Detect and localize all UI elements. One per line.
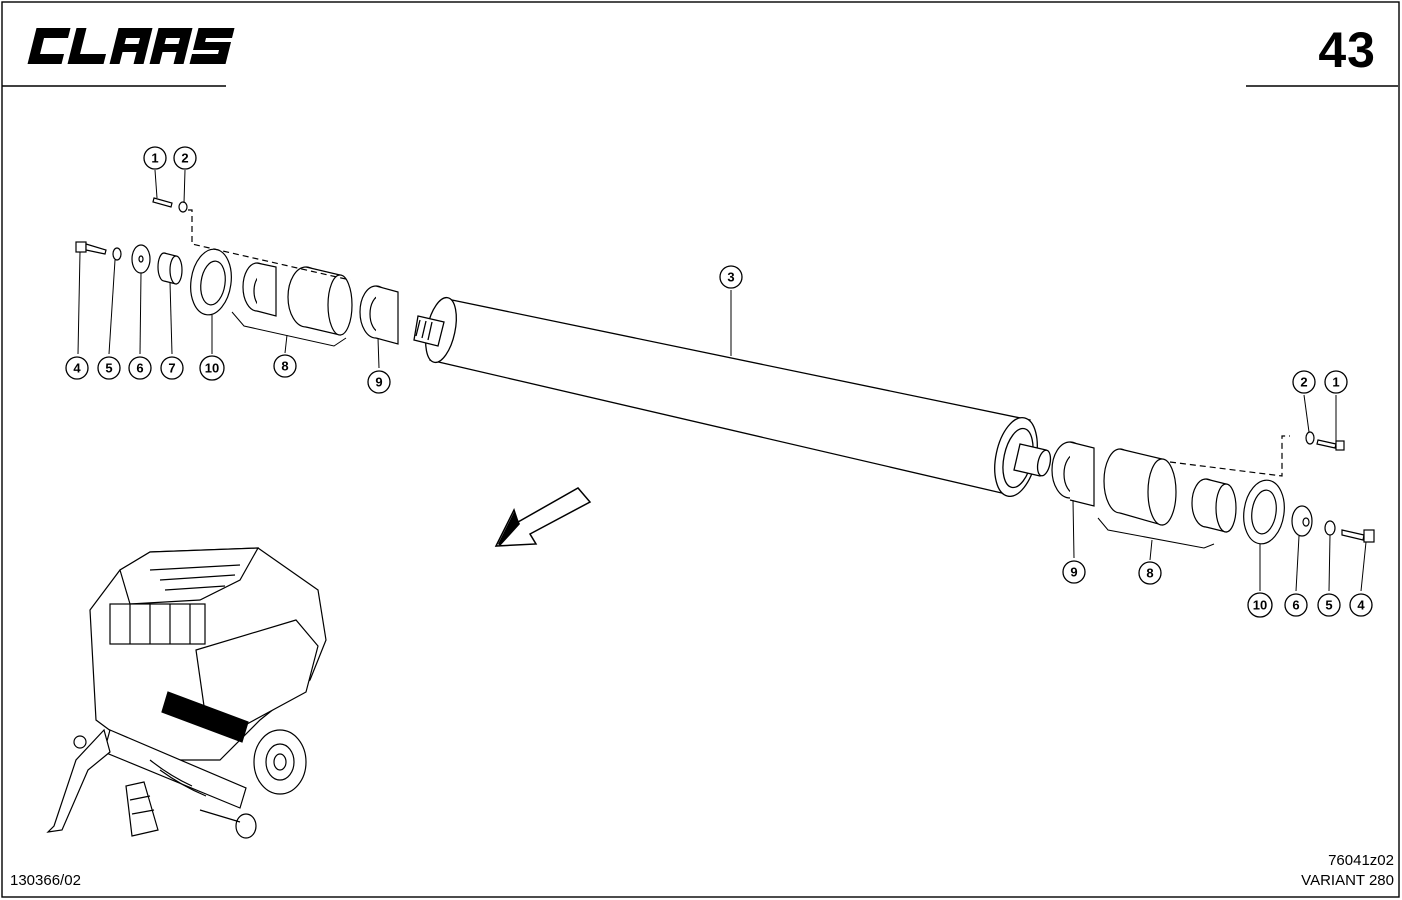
- cap-right: [1291, 505, 1313, 537]
- callout-left-5: 5: [97, 356, 121, 380]
- svg-text:1: 1: [1332, 375, 1339, 390]
- flange-left: [190, 248, 232, 316]
- svg-text:3: 3: [727, 270, 734, 285]
- left-hardware: [75, 197, 399, 345]
- svg-text:1: 1: [151, 151, 158, 166]
- callout-right-2: 2: [1292, 370, 1316, 394]
- cap-left: [131, 244, 151, 274]
- svg-text:5: 5: [1325, 598, 1332, 613]
- bolt-left: [75, 241, 107, 255]
- callout-right-6: 6: [1284, 593, 1308, 617]
- bearing-housing-left: [242, 262, 353, 336]
- seal-left: [359, 285, 399, 345]
- callouts: 1 2 4 5 6 7 10: [65, 146, 1373, 618]
- baler-overview-illustration: [46, 547, 327, 839]
- drawing-id: 76041z02: [1328, 852, 1394, 869]
- bearing-housing-right: [1103, 448, 1237, 533]
- callout-left-10: 10: [199, 355, 225, 381]
- callout-right-10: 10: [1247, 592, 1273, 618]
- roller-shaft: [413, 296, 1052, 497]
- direction-arrow-icon: [494, 487, 592, 547]
- small-bolt-right: [1316, 439, 1345, 451]
- svg-text:6: 6: [136, 361, 143, 376]
- claas-logo-mark: [27, 28, 235, 64]
- callout-right-4: 4: [1349, 593, 1373, 617]
- svg-text:9: 9: [375, 375, 382, 390]
- svg-text:6: 6: [1292, 598, 1299, 613]
- bolt-right: [1341, 529, 1375, 543]
- small-bolt-left: [152, 197, 173, 208]
- washer-left: [112, 247, 122, 261]
- callout-right-9: 9: [1062, 560, 1086, 584]
- svg-text:4: 4: [1357, 598, 1365, 613]
- small-nut-left: [178, 201, 188, 213]
- svg-text:5: 5: [105, 361, 112, 376]
- leader-lines: [77, 169, 1367, 592]
- svg-text:4: 4: [73, 361, 81, 376]
- svg-text:9: 9: [1070, 565, 1077, 580]
- callout-left-4: 4: [65, 356, 89, 380]
- callout-left-9: 9: [367, 370, 391, 394]
- page-number: 43: [1318, 22, 1376, 78]
- callout-left-1: 1: [143, 146, 167, 170]
- callout-left-7: 7: [160, 356, 184, 380]
- svg-text:7: 7: [168, 361, 175, 376]
- svg-text:10: 10: [205, 361, 219, 376]
- callout-right-5: 5: [1317, 593, 1341, 617]
- svg-text:2: 2: [181, 151, 188, 166]
- flange-right: [1243, 479, 1285, 545]
- seal-right: [1051, 441, 1095, 507]
- svg-text:10: 10: [1253, 598, 1267, 613]
- right-hardware: [1051, 431, 1375, 545]
- svg-text:8: 8: [1146, 566, 1153, 581]
- callout-right-8: 8: [1138, 561, 1162, 585]
- small-nut-right: [1305, 431, 1315, 445]
- svg-text:2: 2: [1300, 375, 1307, 390]
- callout-left-2: 2: [173, 146, 197, 170]
- svg-text:8: 8: [281, 359, 288, 374]
- callout-left-6: 6: [128, 356, 152, 380]
- document-id: 130366/02: [10, 872, 81, 889]
- claas-logo: [16, 22, 236, 70]
- model-name: VARIANT 280: [1301, 872, 1394, 889]
- callout-right-1: 1: [1324, 370, 1348, 394]
- callout-center-3: 3: [719, 265, 743, 289]
- callout-left-8: 8: [273, 354, 297, 378]
- bushing-left: [157, 252, 183, 285]
- washer-right: [1324, 520, 1336, 536]
